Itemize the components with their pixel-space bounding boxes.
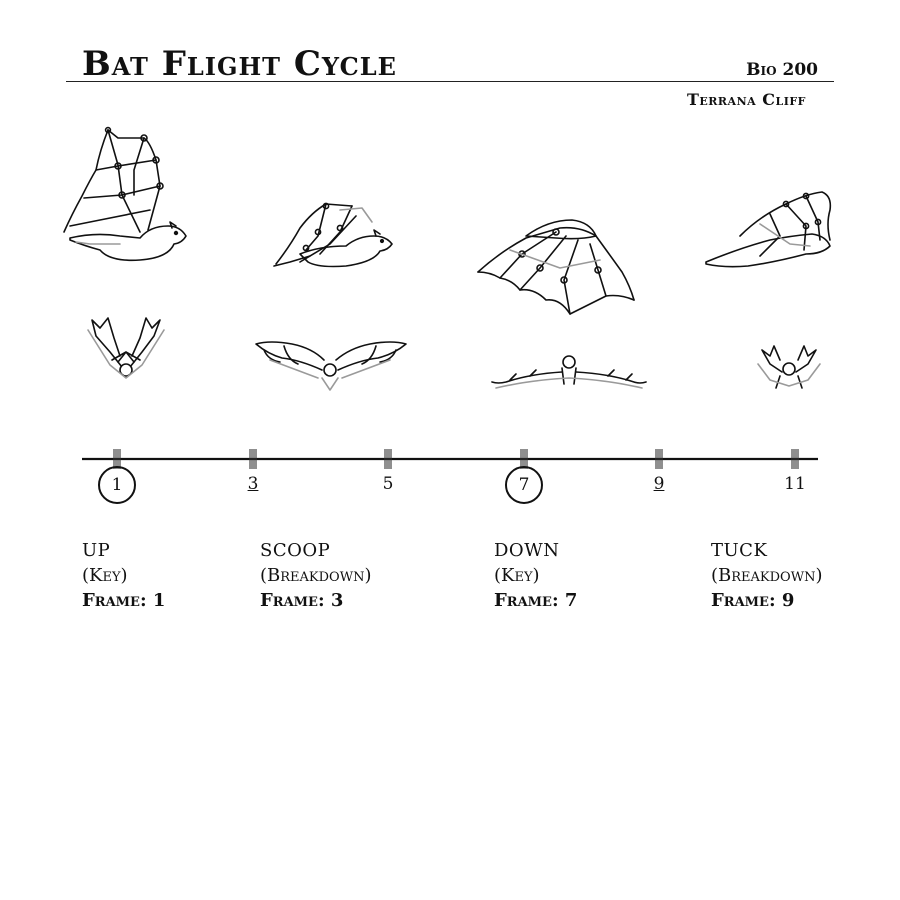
pose-frame: Frame: 3: [260, 590, 344, 611]
timeline: [82, 449, 818, 469]
author-name: Terrana Cliff: [686, 90, 806, 109]
course-code: Bio 200: [746, 60, 818, 80]
frame-label-11: 11: [784, 474, 806, 494]
pose-type: (Key): [82, 565, 128, 586]
pose-name: TUCK: [711, 540, 768, 561]
frame-label-5: 5: [382, 474, 394, 494]
bat-side-view-scoop: [273, 202, 393, 268]
pose-frame: Frame: 9: [711, 590, 795, 611]
bat-front-view-scoop: [255, 341, 407, 391]
page-title: Bat Flight Cycle: [82, 44, 397, 84]
pose-caption-down: DOWN (Key) Frame: 7: [494, 538, 577, 613]
tick-frame-3: [249, 449, 257, 469]
frame-label-3: 3: [247, 474, 259, 494]
tick-frame-9: [655, 449, 663, 469]
tick-frame-7: [520, 449, 528, 469]
bat-front-view-tuck: [757, 345, 821, 389]
pose-caption-tuck: TUCK (Breakdown) Frame: 9: [711, 538, 822, 613]
pose-name: SCOOP: [260, 540, 331, 561]
pose-frame: Frame: 1: [82, 590, 166, 611]
bat-side-view-down: [477, 219, 635, 315]
pose-type: (Key): [494, 565, 540, 586]
pose-name: UP: [82, 540, 111, 561]
title-rule: [66, 81, 834, 82]
tick-frame-5: [384, 449, 392, 469]
pose-name: DOWN: [494, 540, 560, 561]
tick-frame-11: [791, 449, 799, 469]
pose-caption-scoop: SCOOP (Breakdown) Frame: 3: [260, 538, 371, 613]
pose-type: (Breakdown): [711, 565, 823, 586]
frame-label-1: 1: [98, 466, 136, 504]
pose-type: (Breakdown): [260, 565, 372, 586]
pose-frame: Frame: 7: [494, 590, 578, 611]
bat-side-view-up: [63, 126, 187, 262]
bat-front-view-down: [491, 355, 647, 389]
tick-frame-1: [113, 449, 121, 469]
pose-caption-up: UP (Key) Frame: 1: [82, 538, 165, 613]
bat-front-view-up: [87, 317, 165, 379]
frame-label-9: 9: [653, 474, 665, 494]
bat-side-view-tuck: [705, 191, 832, 268]
frame-label-7: 7: [505, 466, 543, 504]
